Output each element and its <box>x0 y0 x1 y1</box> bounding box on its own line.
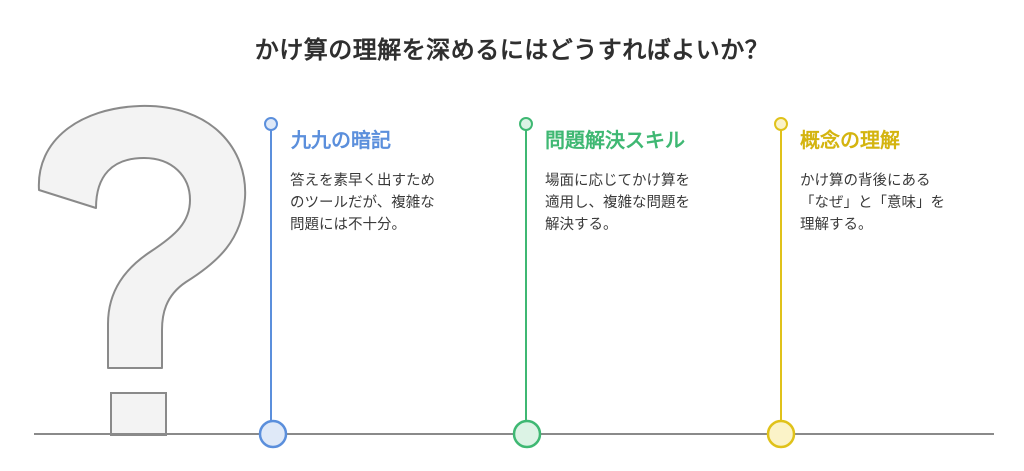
page-title: かけ算の理解を深めるにはどうすればよいか？ <box>254 36 770 64</box>
milestone-3-marker <box>766 117 796 449</box>
milestone-1-title: 九九の暗記 <box>291 128 391 152</box>
question-mark-icon <box>37 104 247 436</box>
milestone-2-marker <box>512 117 542 449</box>
milestone-3-description: かけ算の背後にある 「なぜ」と「意味」を 理解する。 <box>800 173 945 233</box>
milestone-1-marker <box>258 117 288 449</box>
milestone-3-title: 概念の理解 <box>800 128 900 152</box>
milestone-2-title: 問題解決スキル <box>545 128 685 152</box>
milestone-2-description: 場面に応じてかけ算を 適用し、複雑な問題を 解決する。 <box>545 173 690 233</box>
milestone-1-description: 答えを素早く出すため のツールだが、複雑な 問題には不十分。 <box>290 173 435 233</box>
